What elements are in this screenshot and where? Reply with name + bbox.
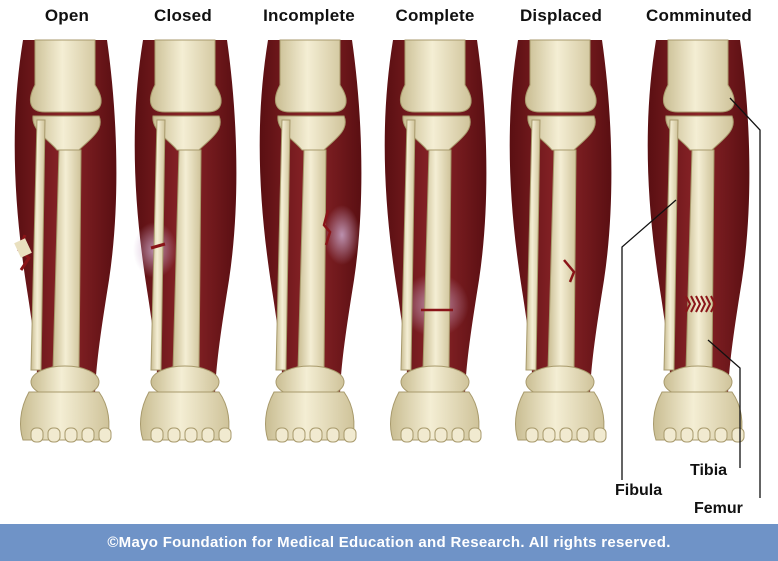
toe — [594, 428, 606, 442]
toe — [293, 428, 305, 442]
toe — [698, 428, 710, 442]
annotation-tibia: Tibia — [690, 462, 727, 480]
toe — [401, 428, 413, 442]
toe — [310, 428, 322, 442]
toe — [185, 428, 197, 442]
leg-comminuted — [648, 40, 750, 442]
toe — [452, 428, 464, 442]
annotation-femur: Femur — [694, 500, 743, 518]
label-incomplete: Incomplete — [244, 6, 374, 26]
toe — [82, 428, 94, 442]
toe — [732, 428, 744, 442]
toe — [344, 428, 356, 442]
femur-end — [525, 40, 596, 112]
toe — [418, 428, 430, 442]
leg-closed — [133, 40, 236, 442]
femur-end — [30, 40, 101, 112]
toe — [526, 428, 538, 442]
femur-end — [275, 40, 346, 112]
toe — [681, 428, 693, 442]
toe — [65, 428, 77, 442]
toe — [543, 428, 555, 442]
toe — [202, 428, 214, 442]
toe — [560, 428, 572, 442]
leg-complete — [385, 40, 487, 442]
label-closed: Closed — [118, 6, 248, 26]
toe — [469, 428, 481, 442]
toe — [48, 428, 60, 442]
label-displaced: Displaced — [496, 6, 626, 26]
toe — [99, 428, 111, 442]
leg-displaced — [510, 40, 612, 442]
toe — [276, 428, 288, 442]
toe — [577, 428, 589, 442]
fracture-illustration — [0, 0, 778, 524]
toe — [31, 428, 43, 442]
toe — [151, 428, 163, 442]
toe — [715, 428, 727, 442]
annotation-fibula: Fibula — [615, 482, 662, 500]
label-complete: Complete — [370, 6, 500, 26]
toe — [168, 428, 180, 442]
leg-open — [14, 40, 116, 442]
label-open: Open — [2, 6, 132, 26]
toe — [435, 428, 447, 442]
femur-end — [663, 40, 734, 112]
femur-end — [150, 40, 221, 112]
toe — [664, 428, 676, 442]
toe — [219, 428, 231, 442]
label-comminuted: Comminuted — [634, 6, 764, 26]
copyright-footer: ©Mayo Foundation for Medical Education a… — [0, 524, 778, 561]
toe — [327, 428, 339, 442]
femur-end — [400, 40, 471, 112]
fracture-type-labels: Open Closed Incomplete Complete Displace… — [0, 0, 778, 40]
leg-incomplete — [260, 40, 362, 442]
